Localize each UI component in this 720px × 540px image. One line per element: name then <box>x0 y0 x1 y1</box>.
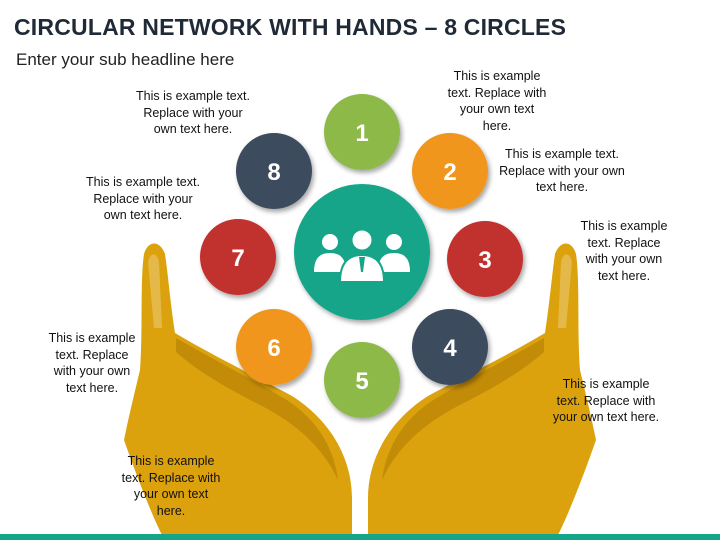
bottom-accent-bar <box>0 534 720 540</box>
caption-4: This is example text. Replace with your … <box>546 376 666 426</box>
page-title: CIRCULAR NETWORK WITH HANDS – 8 CIRCLES <box>14 14 567 40</box>
caption-line: text here. <box>65 380 119 395</box>
caption-line: your own text <box>459 102 535 116</box>
caption-line: This is example <box>562 377 650 391</box>
sub-headline: Enter your sub headline here <box>16 50 235 69</box>
caption-line: Replace with your <box>93 191 193 206</box>
circle-2-shape <box>412 133 488 209</box>
circle-1-number: 1 <box>355 120 368 147</box>
caption-8: This is example text. Replace with your … <box>128 88 258 138</box>
caption-line: This is example <box>453 69 541 83</box>
circle-7: 7 <box>200 219 276 295</box>
circle-8-shape <box>236 133 312 209</box>
people-group-icon <box>314 228 410 283</box>
circle-5: 5 <box>324 342 400 418</box>
caption-line: text. Replace with <box>447 85 547 100</box>
caption-line: text. Replace with <box>121 470 221 485</box>
caption-2: This is example text. Replace with your … <box>494 146 630 196</box>
center-circle <box>294 184 430 320</box>
caption-line: This is example <box>580 219 668 233</box>
caption-line: with your own <box>53 364 131 378</box>
caption-line: This is example text. <box>505 147 619 161</box>
caption-line: Replace with your own <box>499 163 625 178</box>
circle-4-number: 4 <box>443 335 457 362</box>
caption-line: with your own <box>585 252 663 266</box>
circle-2: 2 <box>412 133 488 209</box>
caption-line: here. <box>482 118 512 133</box>
caption-line: text here. <box>597 268 651 283</box>
caption-line: own text here. <box>103 208 183 222</box>
circle-6: 6 <box>236 309 312 385</box>
caption-line: Replace with your <box>143 105 243 120</box>
caption-line: text here. <box>535 180 589 194</box>
caption-line: This is example text. <box>136 89 250 103</box>
caption-line: your own text <box>133 487 209 501</box>
circle-3-number: 3 <box>478 247 491 274</box>
circle-8: 8 <box>236 133 312 209</box>
left-hand-icon <box>124 243 352 536</box>
caption-line: text. Replace <box>55 347 129 362</box>
caption-1: This is example text. Replace with your … <box>432 68 562 134</box>
right-hand-icon <box>368 243 596 536</box>
caption-3: This is example text. Replace with your … <box>576 218 672 284</box>
caption-line: This is example <box>48 331 136 345</box>
circle-1: 1 <box>324 94 400 170</box>
circle-8-number: 8 <box>267 159 280 186</box>
circle-3-shape <box>447 221 523 297</box>
caption-line: text. Replace with <box>556 393 656 408</box>
center-circle-shape <box>294 184 430 320</box>
caption-line: text. Replace <box>587 235 661 250</box>
caption-6: This is example text. Replace with your … <box>42 330 142 396</box>
circle-3: 3 <box>447 221 523 297</box>
caption-line: This is example <box>127 454 215 468</box>
caption-line: This is example text. <box>86 175 200 189</box>
circle-4-shape <box>412 309 488 385</box>
caption-7: This is example text. Replace with your … <box>78 174 208 224</box>
circle-7-number: 7 <box>231 245 244 272</box>
circle-4: 4 <box>412 309 488 385</box>
circle-7-shape <box>200 219 276 295</box>
circle-5-number: 5 <box>355 368 368 395</box>
circle-5-shape <box>324 342 400 418</box>
circle-1-shape <box>324 94 400 170</box>
caption-line: here. <box>156 503 186 518</box>
caption-line: own text here. <box>153 122 233 136</box>
circle-2-number: 2 <box>443 159 456 186</box>
caption-5: This is example text. Replace with your … <box>108 453 234 519</box>
circle-6-shape <box>236 309 312 385</box>
circle-6-number: 6 <box>267 335 280 362</box>
caption-line: your own text here. <box>552 410 660 424</box>
